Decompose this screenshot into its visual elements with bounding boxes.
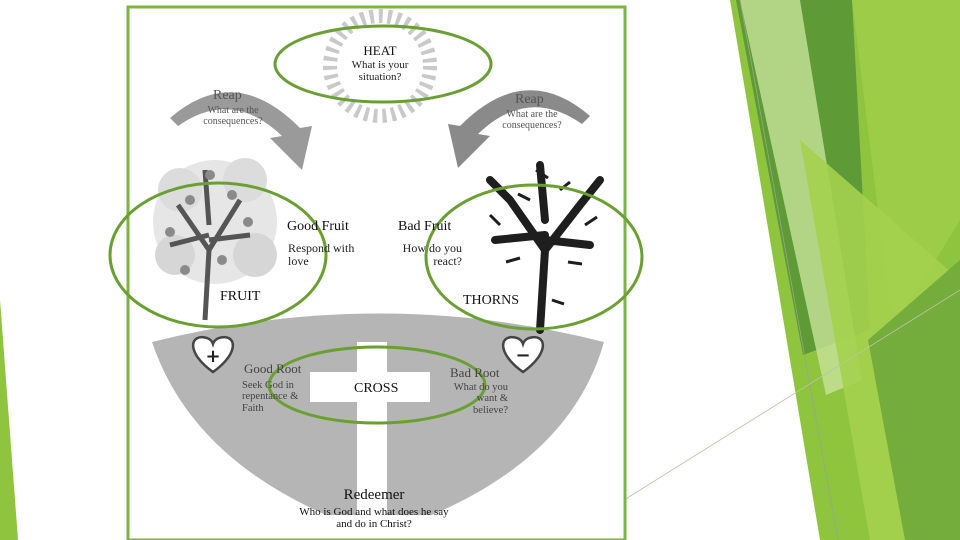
plus-sign: + [205, 346, 220, 367]
reap-right-title: Reap [515, 92, 544, 107]
redeemer-question: Who is God and what does he say and do i… [299, 506, 449, 531]
reap-right-question: What are the consequences? [502, 109, 562, 131]
heat-highlight-oval [273, 24, 493, 104]
reap-left-question: What are the consequences? [203, 105, 263, 127]
good-root-title: Good Root [244, 361, 302, 376]
cross-shape [310, 342, 430, 520]
thorns-highlight-oval [424, 183, 644, 331]
highlight-ovals [108, 24, 644, 425]
bad-root-question: What do you want & believe? [453, 382, 508, 416]
redeemer-title: Redeemer [343, 487, 405, 503]
fruit-label: FRUIT [220, 289, 261, 304]
reap-left-arrow [170, 92, 312, 170]
bad-fruit-question: How do you react? [402, 241, 462, 268]
good-tree [153, 158, 277, 321]
thorns-label: THORNS [463, 293, 520, 308]
minus-sign: − [515, 345, 530, 366]
good-fruit-text: Respond with love [288, 241, 355, 268]
thorn-tree [486, 161, 604, 334]
good-fruit-title: Good Fruit [287, 219, 349, 234]
reap-right-arrow [448, 90, 590, 168]
bad-fruit-title: Bad Fruit [398, 219, 452, 234]
bad-heart [502, 335, 544, 374]
sun-shape [323, 9, 437, 123]
fruit-highlight-oval [108, 181, 328, 329]
heat-title: HEAT [363, 43, 397, 58]
bad-root-title: Bad Root [450, 365, 500, 380]
heat-question: What is your situation? [351, 59, 409, 83]
cross-highlight-oval [267, 345, 487, 425]
cross-label: CROSS [354, 381, 399, 396]
reap-left-title: Reap [213, 88, 242, 103]
good-root-text: Seek God in repentance & Faith [242, 380, 299, 414]
good-heart [192, 335, 234, 374]
